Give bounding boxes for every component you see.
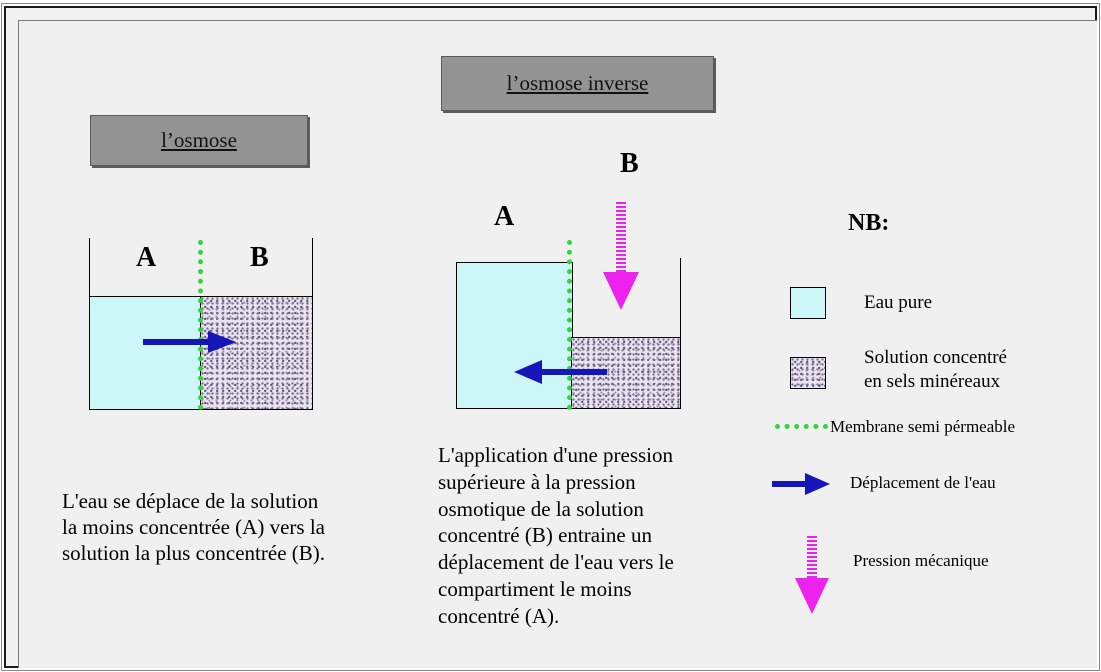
- inverse-description-line: concentré (B) entraine un: [438, 523, 652, 548]
- osmose-description: L'eau se déplace de la solution la moins…: [62, 488, 325, 566]
- inverse-description-line: supérieure à la pression: [438, 469, 636, 494]
- osmose-title-text: l’osmose: [161, 128, 237, 152]
- inverse-description-line: déplacement de l'eau vers le: [438, 550, 674, 575]
- legend-title: NB:: [848, 210, 890, 236]
- inverse-label-a: A: [494, 201, 515, 232]
- inverse-compartment-a-water: [456, 262, 573, 409]
- legend-pure-water-label: Eau pure: [864, 292, 933, 313]
- osmose-description-line: la moins concentrée (A) vers la: [62, 515, 325, 539]
- osmose-label-a: A: [136, 242, 157, 273]
- osmose-membrane: [198, 240, 203, 410]
- inverse-description-line: compartiment le moins: [438, 576, 632, 601]
- inverse-membrane: [567, 240, 572, 410]
- osmose-description-line: L'eau se déplace de la solution: [62, 489, 319, 513]
- inverse-compartment-b-solution: [571, 337, 681, 409]
- inverse-description-line: concentré (A).: [438, 603, 560, 628]
- osmose-inverse-title: l’osmose inverse: [441, 56, 714, 111]
- osmose-label-b: B: [250, 242, 269, 273]
- osmose-inverse-description: L'application d'une pression supérieure …: [438, 442, 674, 630]
- osmose-title: l’osmose: [90, 115, 308, 166]
- legend-water-movement-label: Déplacement de l'eau: [850, 473, 996, 492]
- legend-pressure-label: Pression mécanique: [853, 551, 989, 570]
- legend-pure-water-swatch: [790, 287, 826, 319]
- inverse-label-b: B: [620, 148, 639, 179]
- legend-solution-line2: en sels minéreaux: [864, 371, 1001, 392]
- legend-water-arrow-icon: [772, 473, 830, 495]
- legend-membrane-label: Membrane semi pérmeable: [830, 417, 1016, 436]
- osmose-inverse-title-text: l’osmose inverse: [506, 71, 649, 95]
- osmose-water-arrow: [143, 331, 236, 353]
- inverse-description-line: L'application d'une pression: [438, 443, 674, 467]
- legend-solution-label: Solution concentré en sels minéreaux: [864, 346, 1007, 394]
- legend-membrane-dots: [775, 424, 828, 429]
- pressure-arrow: [603, 202, 639, 310]
- legend-pressure-arrow-icon: [795, 536, 829, 614]
- osmose-compartment-b-solution: [200, 296, 313, 410]
- inverse-water-arrow: [514, 360, 607, 384]
- osmose-description-line: solution la plus concentrée (B).: [62, 541, 326, 565]
- legend-solution-swatch: [790, 357, 826, 389]
- legend-solution-line1: Solution concentré: [864, 347, 1007, 368]
- inverse-description-line: osmotique de la solution: [438, 496, 644, 521]
